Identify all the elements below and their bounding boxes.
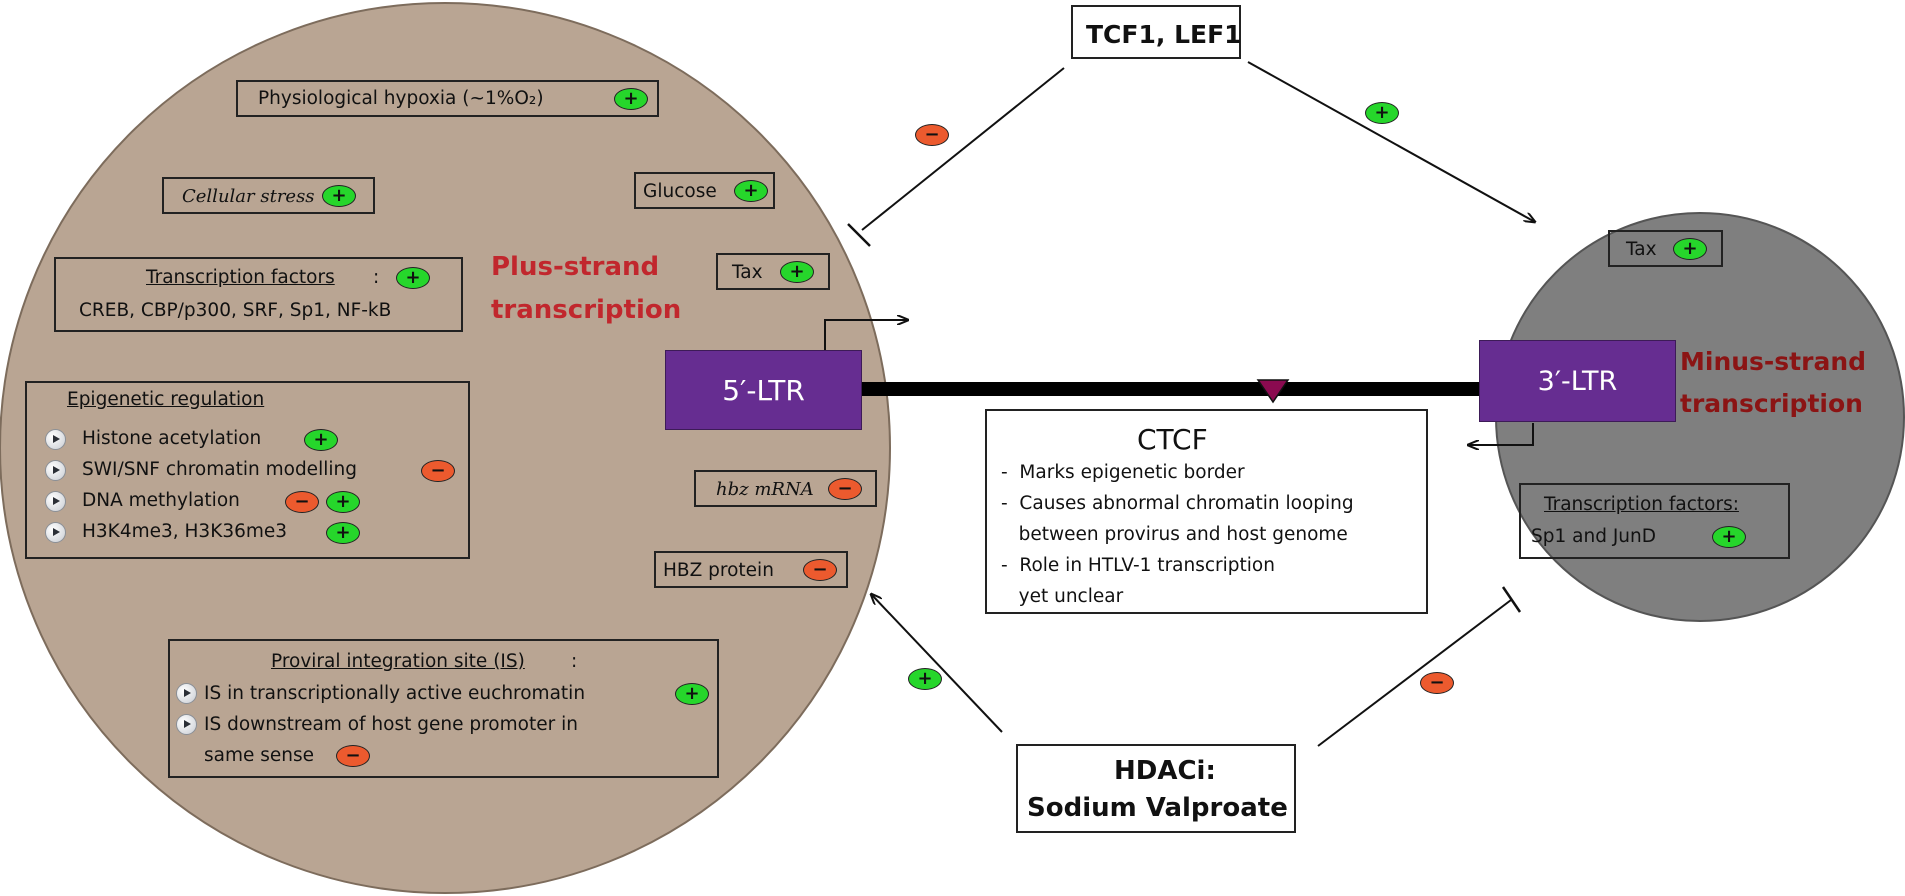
- ctcf-line-5: yet unclear: [1001, 586, 1124, 607]
- epigenetic-item-1: Histone acetylation: [82, 428, 262, 449]
- cellular-stress-box: Cellular stress +: [162, 177, 375, 214]
- hdaci-to-minus-inhibit-line: [1317, 599, 1512, 747]
- tcf-to-plus-inhibit-line: [861, 67, 1065, 231]
- epigenetic-bullet-icon-2: [45, 460, 66, 481]
- hdaci-box: HDACi: Sodium Valproate: [1016, 744, 1296, 833]
- tcf-to-plus-inhibit-bar: [847, 223, 871, 247]
- hdaci-to-plus-arrow: [871, 594, 1003, 733]
- histone-acetylation-plus-badge: +: [304, 429, 338, 451]
- provirus-genome-bar: [862, 382, 1480, 396]
- hbz-protein-label: HBZ protein: [663, 560, 774, 581]
- integration-site-box: Proviral integration site (IS) : IS in t…: [168, 639, 719, 778]
- minus-tf-box: Transcription factors: Sp1 and JunD +: [1519, 483, 1790, 559]
- ctcf-box: CTCF - Marks epigenetic border - Causes …: [985, 409, 1428, 614]
- sodium-valproate-label: Sodium Valproate: [1027, 793, 1288, 823]
- tcf1-lef1-label: TCF1, LEF1: [1086, 20, 1242, 49]
- ltr-5-prime-label: 5′-LTR: [722, 373, 805, 407]
- ctcf-line-3: between provirus and host genome: [1001, 524, 1348, 545]
- minus-tf-plus-badge: +: [1712, 526, 1746, 548]
- is-downstream-minus-badge: −: [336, 745, 370, 767]
- plus-strand-title-line2: transcription: [491, 295, 682, 325]
- plus-strand-tss-arrow: [824, 320, 908, 350]
- tcf-to-minus-arrow: [1247, 61, 1535, 222]
- minus-tf-list: Sp1 and JunD: [1531, 526, 1656, 547]
- cellular-stress-plus-badge: +: [322, 185, 356, 207]
- plus-tf-plus-badge: +: [396, 267, 430, 289]
- glucose-label: Glucose: [643, 181, 717, 202]
- minus-tf-heading: Transcription factors:: [1544, 494, 1739, 515]
- tcf1-lef1-box: TCF1, LEF1: [1071, 5, 1242, 59]
- tax-plus-box: Tax +: [716, 253, 830, 290]
- hdaci-to-minus-minus-badge: −: [1420, 672, 1454, 694]
- ctcf-line-2: - Causes abnormal chromatin looping: [1001, 493, 1354, 514]
- hdaci-to-minus-inhibit-bar: [1501, 586, 1522, 613]
- hbz-mrna-box: hbz mRNA −: [694, 470, 877, 507]
- hbz-protein-minus-badge: −: [803, 559, 837, 581]
- epigenetic-item-4: H3K4me3, H3K36me3: [82, 521, 288, 542]
- tax-minus-box: Tax +: [1608, 230, 1723, 267]
- ltr-3-prime-label: 3′-LTR: [1537, 365, 1618, 397]
- dna-methylation-minus-badge: −: [285, 491, 319, 513]
- glucose-plus-badge: +: [734, 180, 768, 202]
- plus-tf-box: Transcription factors : + CREB, CBP/p300…: [54, 257, 463, 332]
- tax-minus-plus-badge: +: [1673, 238, 1707, 260]
- ctcf-line-1: - Marks epigenetic border: [1001, 462, 1245, 483]
- swi-snf-minus-badge: −: [421, 460, 455, 482]
- tcf-to-minus-plus-badge: +: [1365, 102, 1399, 124]
- hdaci-to-plus-plus-badge: +: [908, 668, 942, 690]
- ltr-5-prime: 5′-LTR: [665, 350, 862, 430]
- plus-strand-title-line1: Plus-strand: [491, 252, 660, 282]
- ltr-3-prime: 3′-LTR: [1479, 340, 1676, 422]
- plus-tf-heading: Transcription factors: [146, 267, 335, 288]
- hbz-mrna-label: hbz mRNA: [716, 479, 814, 500]
- h3k4me3-plus-badge: +: [326, 522, 360, 544]
- epigenetic-box: Epigenetic regulation Histone acetylatio…: [25, 381, 470, 559]
- epigenetic-bullet-icon-1: [45, 429, 66, 450]
- tax-minus-label: Tax: [1626, 239, 1657, 260]
- integration-site-heading: Proviral integration site (IS): [271, 651, 525, 672]
- hdaci-label: HDACi:: [1114, 756, 1216, 786]
- hypoxia-box: Physiological hypoxia (~1%O₂) +: [236, 80, 659, 117]
- minus-strand-title-line2: transcription: [1680, 389, 1863, 418]
- dna-methylation-plus-badge: +: [326, 491, 360, 513]
- is-item-2-line1: IS downstream of host gene promoter in: [204, 714, 578, 735]
- integration-site-colon: :: [571, 651, 578, 672]
- epigenetic-bullet-icon-4: [45, 522, 66, 543]
- tax-plus-badge: +: [780, 261, 814, 283]
- hypoxia-label: Physiological hypoxia (~1%O₂): [258, 88, 544, 109]
- minus-strand-tss-arrow: [1468, 423, 1534, 445]
- plus-tf-colon: :: [373, 267, 380, 288]
- ctcf-binding-marker: [1256, 379, 1290, 404]
- epigenetic-item-3: DNA methylation: [82, 490, 240, 511]
- plus-strand-circle: [0, 2, 891, 894]
- epigenetic-heading: Epigenetic regulation: [67, 389, 265, 410]
- ctcf-line-4: - Role in HTLV-1 transcription: [1001, 555, 1275, 576]
- epigenetic-item-2: SWI/SNF chromatin modelling: [82, 459, 357, 480]
- tax-plus-label: Tax: [732, 262, 763, 283]
- is-item-2-line2: same sense: [204, 745, 315, 766]
- is-item-1: IS in transcriptionally active euchromat…: [204, 683, 586, 704]
- plus-tf-list: CREB, CBP/p300, SRF, Sp1, NF-kB: [79, 300, 392, 321]
- hbz-protein-box: HBZ protein −: [654, 551, 848, 588]
- is-active-plus-badge: +: [675, 683, 709, 705]
- cellular-stress-label: Cellular stress: [182, 186, 315, 207]
- ctcf-title: CTCF: [1137, 423, 1208, 456]
- hypoxia-plus-badge: +: [614, 88, 648, 110]
- epigenetic-bullet-icon-3: [45, 491, 66, 512]
- minus-strand-title-line1: Minus-strand: [1680, 347, 1867, 376]
- is-bullet-icon-1: [176, 683, 197, 704]
- hbz-mrna-minus-badge: −: [828, 478, 862, 500]
- glucose-box: Glucose +: [634, 172, 775, 209]
- is-bullet-icon-2: [176, 714, 197, 735]
- tcf-to-plus-minus-badge: −: [915, 124, 949, 146]
